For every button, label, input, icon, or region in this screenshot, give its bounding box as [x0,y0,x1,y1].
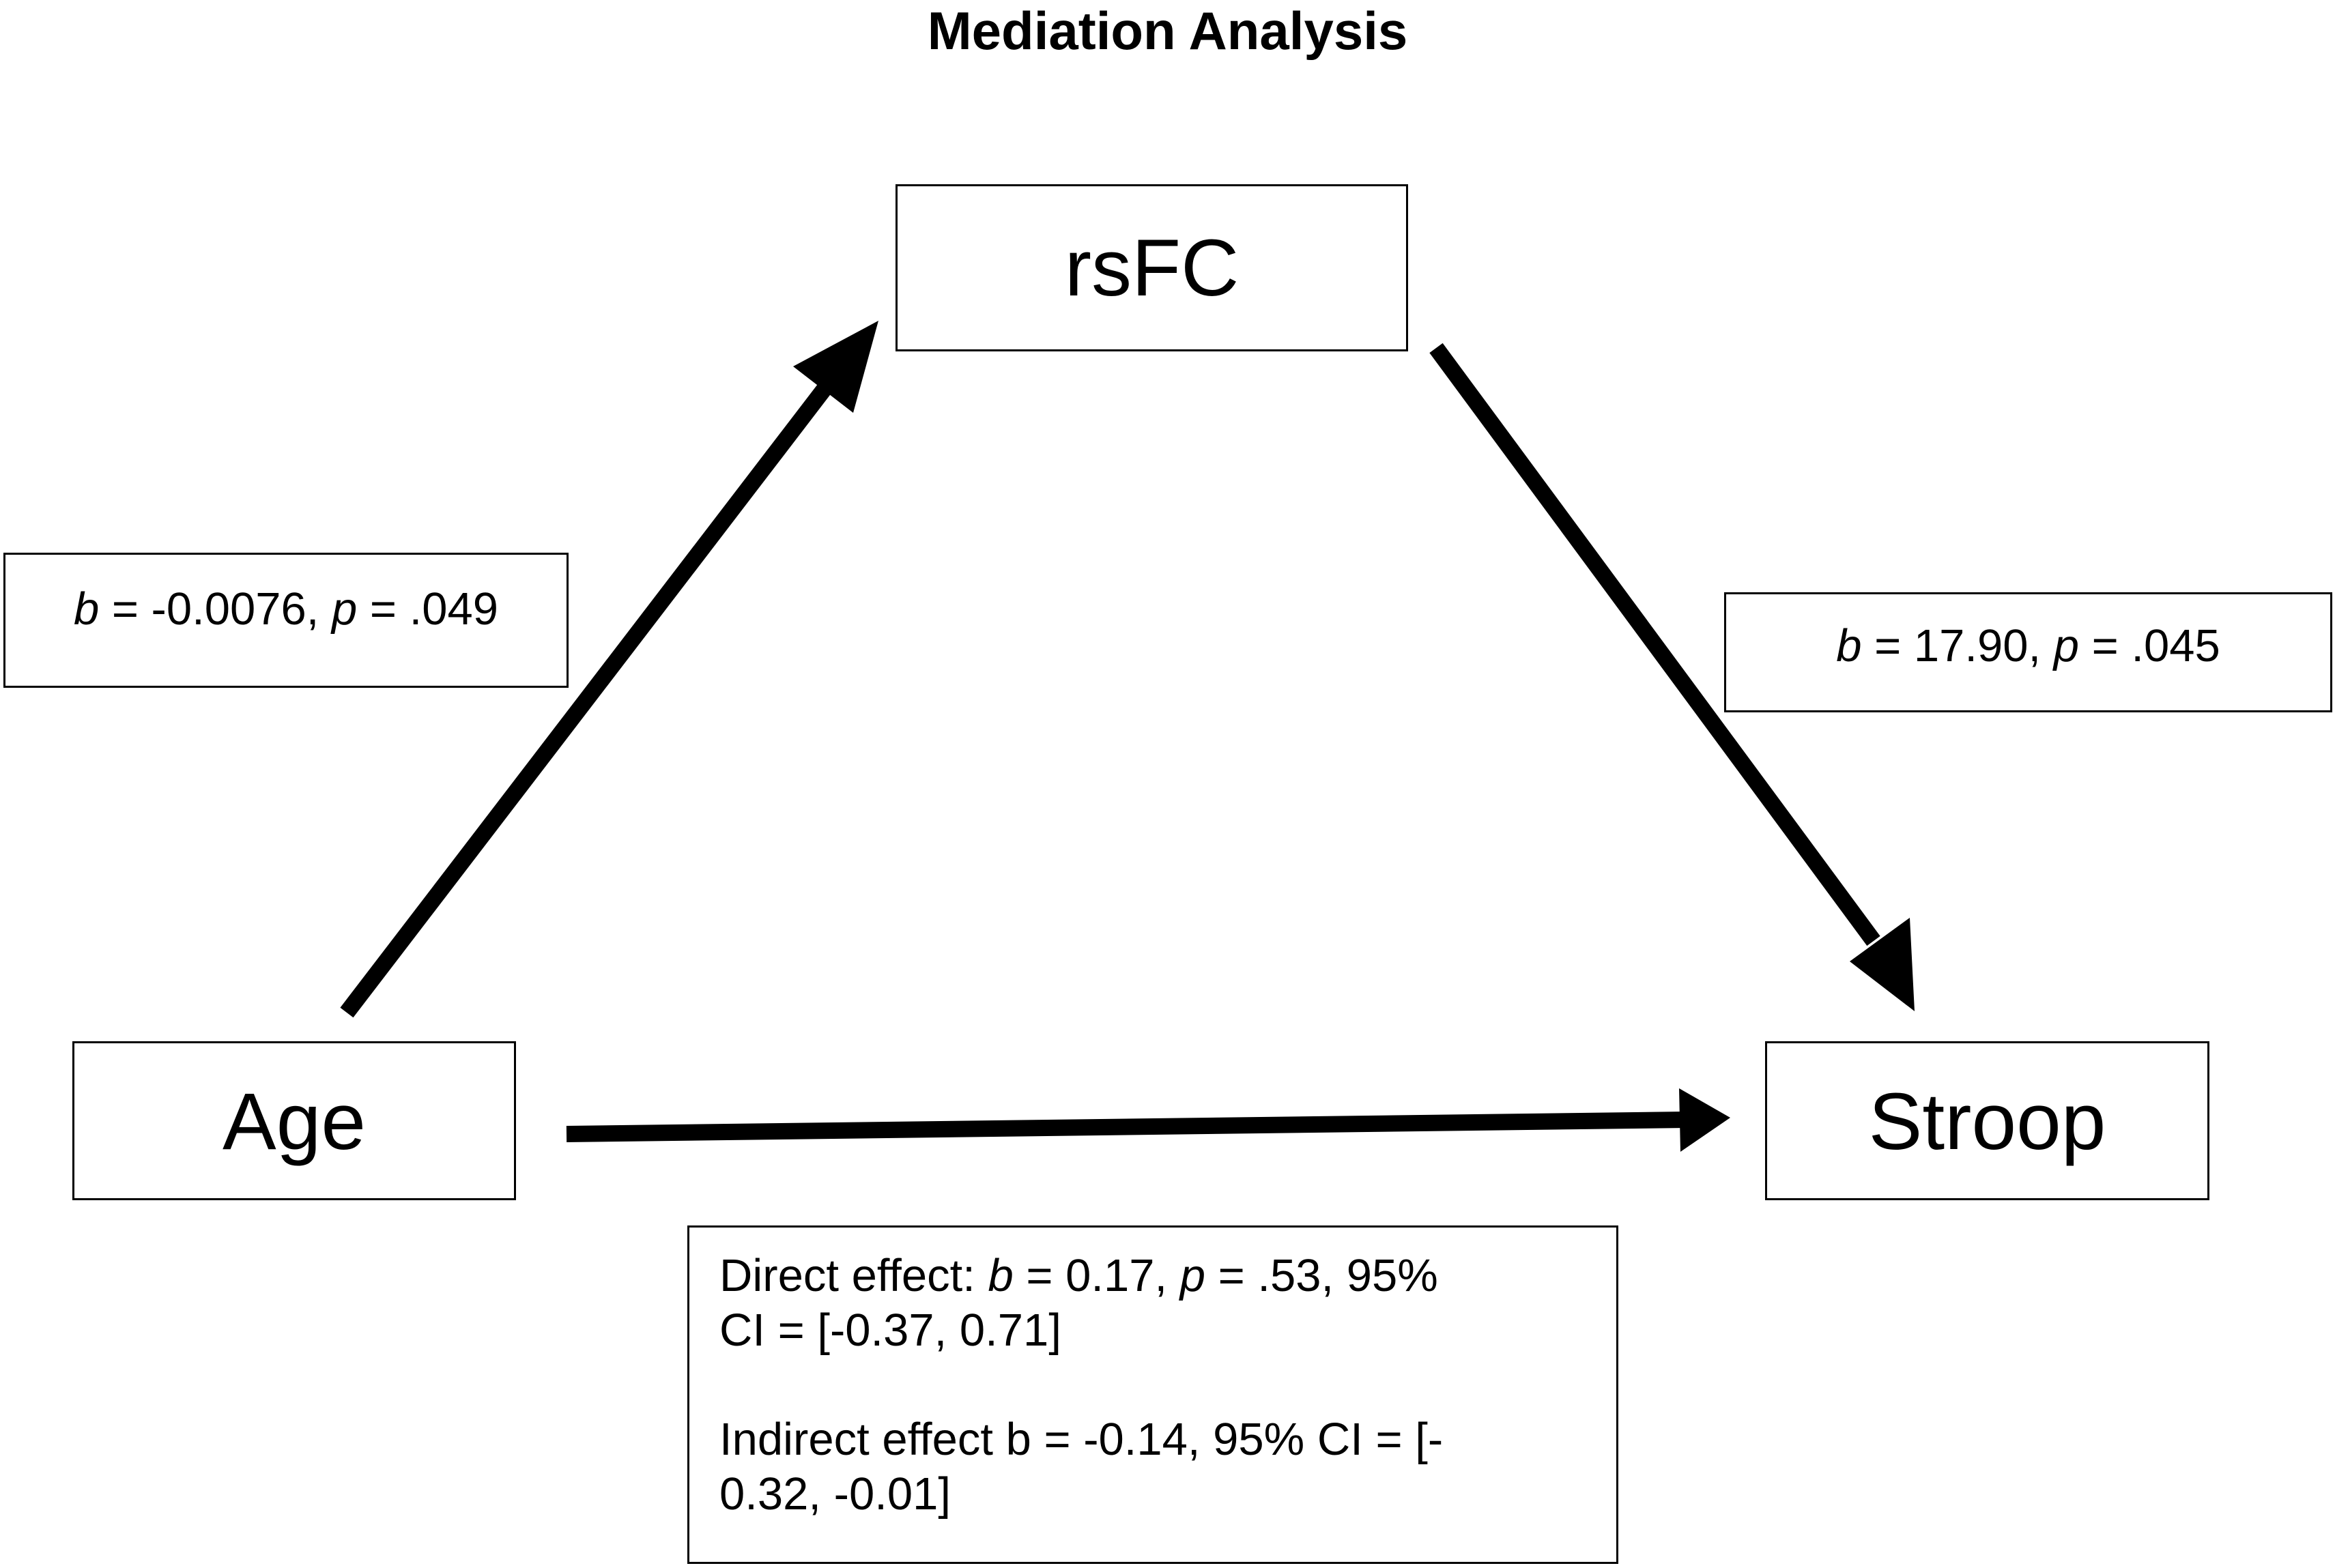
indirect-effect-line1: Indirect effect b = -0.14, 95% CI = [- [719,1414,1444,1465]
effects-box: Direct effect: b = 0.17, p = .53, 95% CI… [687,1225,1618,1564]
direct-effect-ci: CI = [-0.37, 0.71] [719,1305,1061,1356]
path-a-coefficient-box: b = -0.0076, p = .049 [3,553,569,688]
node-age-label: Age [223,1077,366,1167]
node-stroop: Stroop [1765,1041,2209,1200]
node-age: Age [72,1041,516,1200]
node-rsfc: rsFC [896,184,1408,351]
effects-spacer [719,1358,1616,1412]
arrow-rsfc-to-stroop [1429,343,1915,1011]
arrow-age-to-stroop [566,1088,1730,1152]
path-a-coefficient: b = -0.0076, p = .049 [73,583,499,635]
arrow-age-to-rsfc [340,321,878,1018]
path-b-coefficient: b = 17.90, p = .045 [1836,620,2220,671]
diagram-title: Mediation Analysis [927,1,1408,61]
indirect-effect-line2: 0.32, -0.01] [719,1468,951,1520]
node-stroop-label: Stroop [1868,1077,2106,1167]
direct-effect-line1: Direct effect: b = 0.17, p = .53, 95% [719,1250,1438,1301]
node-rsfc-label: rsFC [1064,223,1240,313]
path-b-coefficient-box: b = 17.90, p = .045 [1724,592,2332,712]
